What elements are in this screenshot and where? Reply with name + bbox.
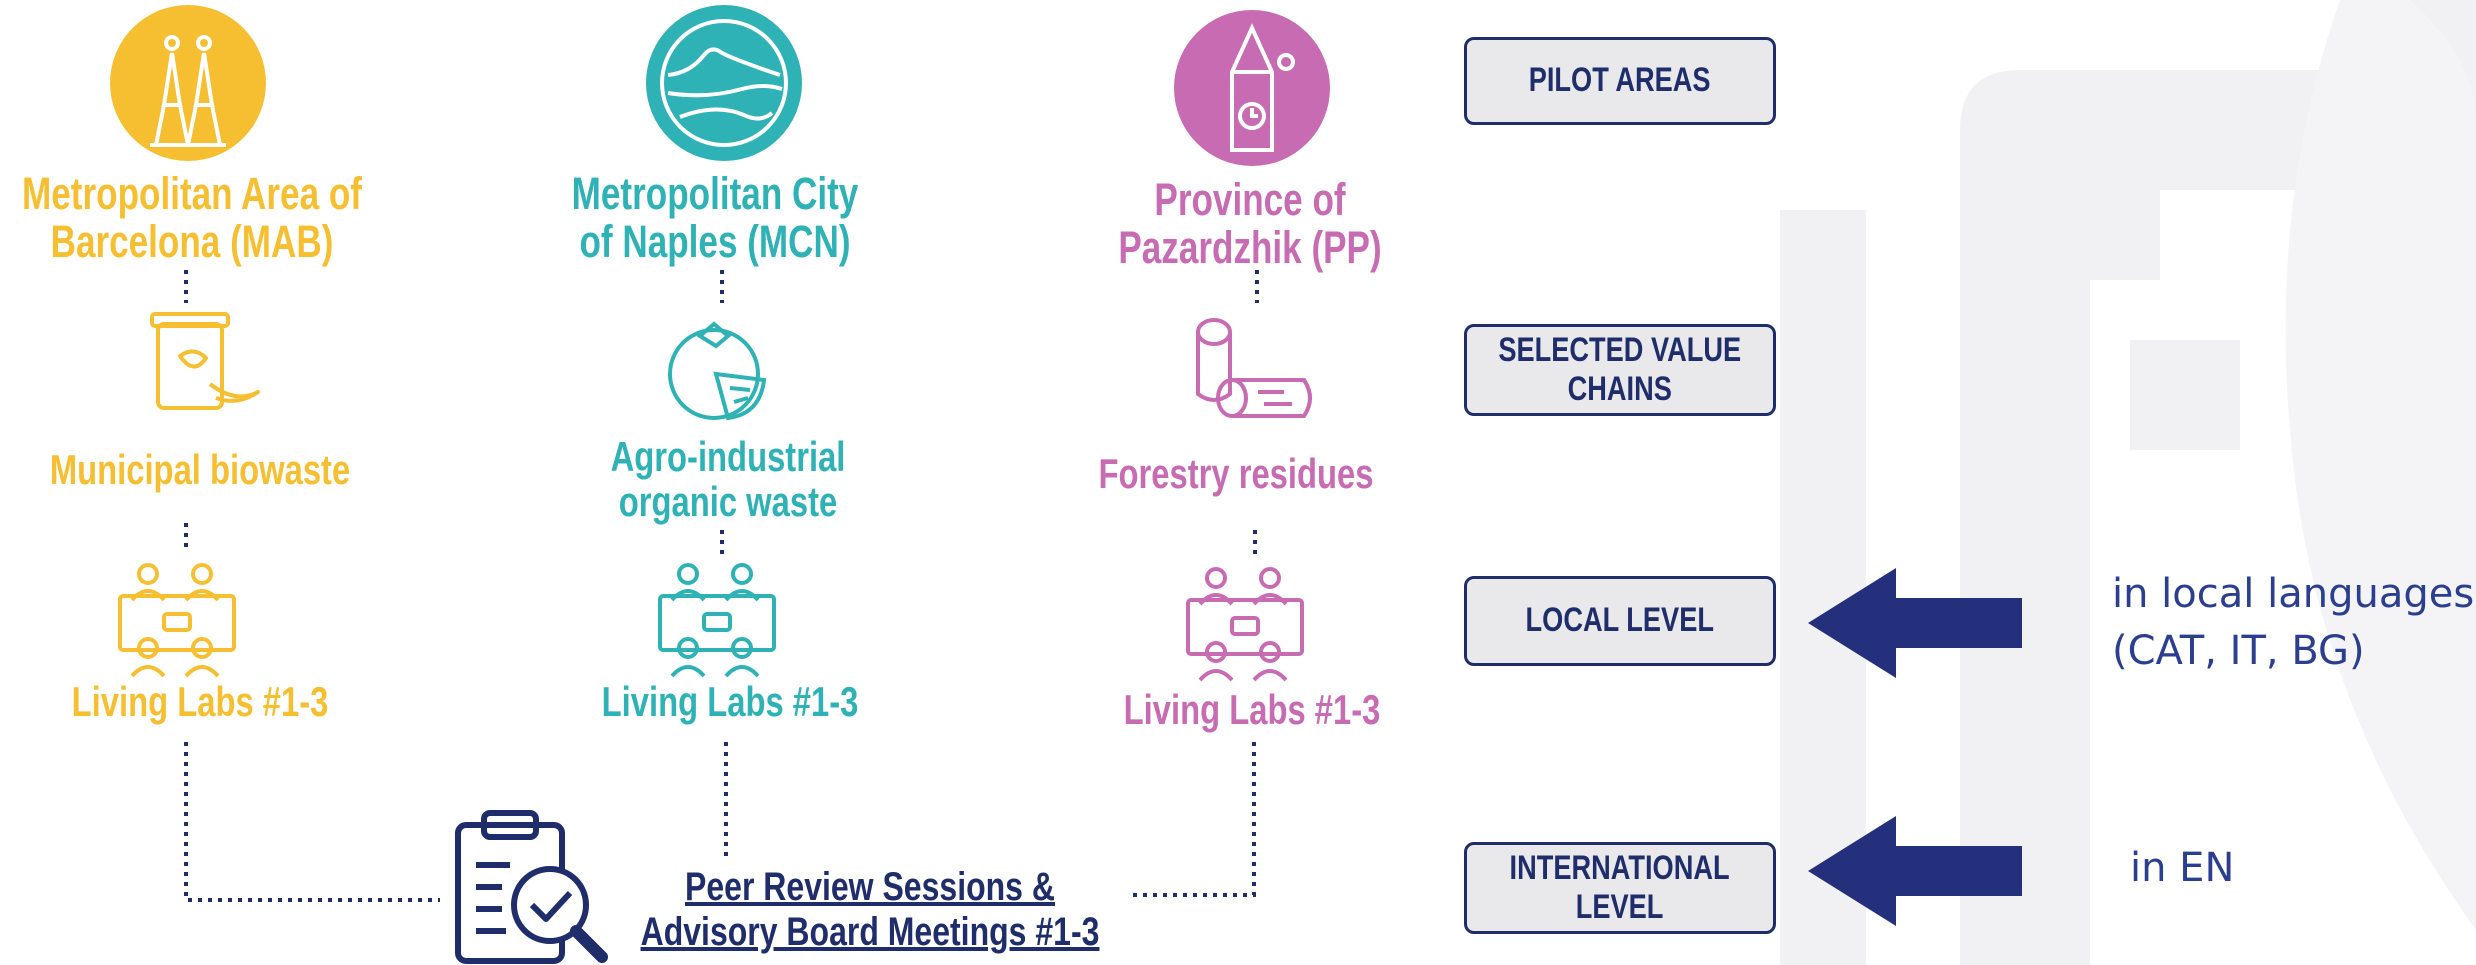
- title-line: Barcelona (MAB): [50, 216, 334, 268]
- title-line: Province of: [1154, 174, 1346, 225]
- level-label-line: INTERNATIONAL: [1509, 848, 1731, 887]
- level-label: INTERNATIONAL LEVEL: [1510, 849, 1730, 927]
- level-label-line: CHAINS: [1567, 370, 1673, 408]
- value-chain-line: organic waste: [618, 477, 838, 525]
- meeting-people-icon: [658, 563, 776, 678]
- living-labs-label-barcelona: Living Labs #1-3: [71, 678, 329, 725]
- arrow-left-icon: [1808, 816, 2022, 926]
- living-labs-label-pazardzhik: Living Labs #1-3: [1123, 686, 1381, 733]
- title-line: of Naples (MCN): [579, 216, 851, 268]
- value-chain-label-pazardzhik: Forestry residues: [1098, 450, 1374, 497]
- peer-review-line: Peer Review Sessions &: [685, 865, 1055, 909]
- peer-review-label: Peer Review Sessions & Advisory Board Me…: [641, 865, 1100, 955]
- level-label: LOCAL LEVEL: [1525, 601, 1715, 640]
- note-local-languages: in local languages (CAT, IT, BG): [2112, 566, 2474, 680]
- level-box-international: INTERNATIONAL LEVEL: [1464, 842, 1776, 934]
- note-line: (CAT, IT, BG): [2112, 627, 2365, 674]
- value-chain-label-barcelona: Municipal biowaste: [49, 446, 351, 493]
- meeting-people-icon: [1186, 567, 1304, 682]
- title-line: Metropolitan City: [571, 168, 859, 219]
- value-chain-label-naples: Agro-industrial organic waste: [610, 433, 846, 525]
- level-label-line: LEVEL: [1576, 888, 1664, 926]
- arrow-left-icon: [1808, 568, 2022, 678]
- level-box-pilot-areas: PILOT AREAS: [1464, 37, 1776, 125]
- column-title-pazardzhik: Province of Pazardzhik (PP): [1118, 174, 1382, 274]
- tomato-icon: [668, 321, 767, 421]
- column-title-naples: Metropolitan City of Naples (MCN): [571, 168, 859, 268]
- title-line: Pazardzhik (PP): [1118, 222, 1382, 274]
- note-line: in local languages: [2112, 571, 2475, 617]
- note-international-language: in EN: [2130, 845, 2235, 891]
- title-line: Metropolitan Area of: [22, 168, 362, 219]
- vesuvius-bay-icon: [646, 5, 802, 161]
- level-label: PILOT AREAS: [1529, 61, 1711, 100]
- clock-tower-icon: [1174, 10, 1330, 166]
- column-title-barcelona: Metropolitan Area of Barcelona (MAB): [22, 168, 362, 268]
- clipboard-check-icon: [455, 810, 608, 964]
- level-box-local: LOCAL LEVEL: [1464, 576, 1776, 666]
- level-label-line: SELECTED VALUE: [1498, 330, 1742, 369]
- biowaste-bin-icon: [150, 312, 260, 410]
- value-chain-line: Agro-industrial: [610, 433, 846, 480]
- logs-icon: [1196, 318, 1312, 418]
- living-labs-label-naples: Living Labs #1-3: [601, 678, 859, 725]
- level-box-value-chains: SELECTED VALUE CHAINS: [1464, 324, 1776, 416]
- level-label: SELECTED VALUE CHAINS: [1499, 331, 1742, 409]
- peer-review-line: Advisory Board Meetings #1-3: [640, 909, 1100, 954]
- meeting-people-icon: [118, 563, 236, 678]
- barcelona-towers-icon: [110, 5, 266, 161]
